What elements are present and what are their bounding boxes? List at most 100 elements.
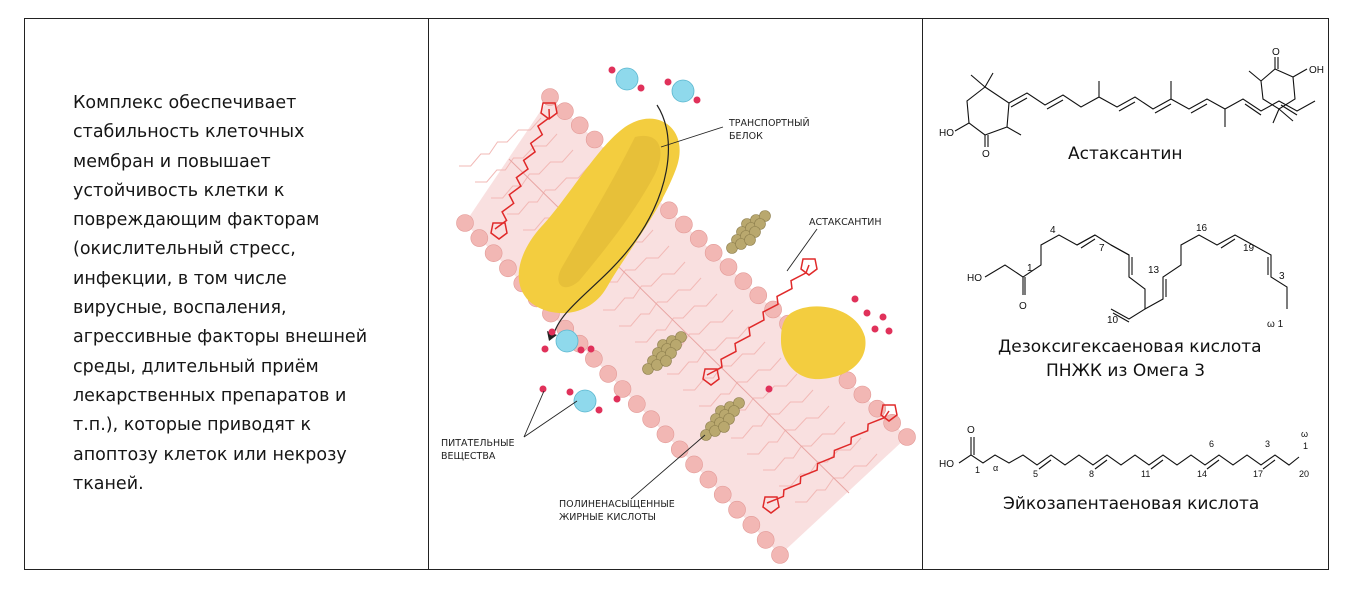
lipid-head: [570, 116, 589, 135]
epa-omega: ω: [1301, 429, 1308, 439]
lipid-head: [484, 244, 503, 262]
epa-name: Эйкозапентаеновая кислота: [1003, 494, 1259, 514]
lipid-head: [628, 395, 646, 413]
dha-c10: 10: [1107, 315, 1119, 326]
description-line: среды, длительный приём: [73, 356, 319, 377]
description-line: мембран и повышает: [73, 151, 271, 172]
lipid-head: [456, 214, 474, 232]
description-line: инфекции, в том числе: [73, 268, 287, 289]
leader-astaxanthin: [786, 228, 818, 272]
description-line: Комплекс обеспечивает: [73, 93, 297, 113]
label-pufa-2: ЖИРНЫЕ КИСЛОТЫ: [559, 512, 656, 523]
epa-c6: 6: [1209, 439, 1214, 449]
pufa-clusters: [642, 210, 771, 441]
description-line: вирусные, воспаления,: [73, 298, 287, 319]
epa-c8: 8: [1089, 469, 1094, 479]
lipid-head: [749, 286, 768, 305]
epa-c14: 14: [1197, 469, 1207, 479]
lipid-tail: [731, 389, 814, 439]
description-line: (окислительный стресс,: [73, 239, 296, 260]
molecules-panel: OH O HO O Астаксантин HO O 1 4: [923, 19, 1330, 569]
epa-c1: 1: [975, 465, 980, 475]
lipid-head: [613, 380, 632, 398]
lipid-head: [719, 258, 738, 276]
nutrient-dot: [541, 345, 549, 353]
astaxanthin-ring: [762, 496, 780, 514]
lipid-head: [699, 470, 718, 489]
lipid-tail: [459, 117, 542, 167]
nutrient-sphere: [615, 67, 639, 91]
nutrient-dot: [566, 388, 574, 396]
dha-o: O: [1019, 301, 1027, 312]
nutrient-dot: [613, 395, 621, 403]
astaxanthin-structure: [954, 72, 1316, 147]
description-panel: Комплекс обеспечивает стабильность клеточ…: [25, 19, 429, 569]
astaxanthin-chain: [494, 108, 551, 230]
figure-frame: Комплекс обеспечивает стабильность клеточ…: [24, 18, 1329, 570]
label-pufa: ПОЛИНЕНАСЫЩЕННЫЕ: [559, 499, 675, 510]
nutrient-dot: [879, 313, 887, 321]
lipid-tails: [459, 117, 878, 503]
astax-o-top: O: [1272, 47, 1280, 58]
leader-nutrients-1: [523, 390, 545, 438]
membrane-panel: ТРАНСПОРТНЫЙ БЕЛОК АСТАКСАНТИН ПИТАТЕЛЬН…: [429, 19, 923, 569]
epa-ho: HO: [939, 459, 954, 470]
lipid-head: [585, 350, 603, 368]
label-transport-protein-2: БЕЛОК: [729, 131, 763, 142]
pufa-bead: [744, 234, 756, 246]
epa-c20: 20: [1299, 469, 1309, 479]
description-line: повреждающим факторам: [73, 210, 320, 231]
pufa-bead: [660, 355, 672, 367]
lipid-head: [734, 272, 753, 290]
dha-c13: 13: [1148, 265, 1160, 276]
lipid-head: [742, 516, 761, 534]
lipid-head: [660, 201, 678, 220]
transport-protein-2: [781, 306, 866, 380]
nutrient-sphere: [573, 389, 597, 413]
dha-structure: [984, 234, 1288, 323]
dha-c1: 1: [1027, 263, 1033, 274]
astaxanthin-molecules: [490, 102, 898, 514]
dha-c19: 19: [1243, 243, 1255, 254]
label-astaxanthin: АСТАКСАНТИН: [809, 217, 882, 228]
dha-name: Дезоксигексаеновая кислота: [998, 337, 1262, 357]
nutrient-dot: [587, 345, 595, 353]
nutrient-dot: [608, 66, 616, 74]
label-transport-protein: ТРАНСПОРТНЫЙ: [728, 117, 810, 129]
nutrient-dot: [595, 406, 603, 414]
dha-name-2: ПНЖК из Омега 3: [1046, 361, 1205, 381]
nutrient-dot: [765, 385, 773, 393]
lipid-head: [670, 440, 689, 459]
astax-oh-right: OH: [1309, 65, 1324, 76]
lipid-head: [728, 500, 746, 519]
lipid-head: [599, 365, 617, 383]
lipid-head: [853, 385, 872, 404]
astaxanthin-ring: [490, 222, 508, 240]
lipid-head: [499, 259, 517, 278]
molecule-structures: OH O HO O Астаксантин HO O 1 4: [939, 47, 1324, 514]
nutrient-dot: [548, 328, 556, 336]
lipid-head: [756, 531, 775, 549]
epa-c11: 11: [1141, 469, 1150, 479]
leader-transport: [660, 126, 724, 148]
epa-c17: 17: [1253, 469, 1263, 479]
lipid-tail: [619, 277, 702, 327]
lipid-tail: [635, 293, 718, 343]
lipid-tail: [699, 357, 782, 407]
nutrient-dot: [693, 96, 701, 104]
astaxanthin-chain: [706, 264, 810, 376]
leader-nutrients-2: [523, 400, 578, 438]
epa-alpha: α: [993, 463, 998, 473]
nutrient-dot: [871, 325, 879, 333]
nutrient-dot: [664, 78, 672, 86]
lipid-head: [642, 410, 660, 428]
nutrient-dot: [577, 346, 585, 354]
description-line: стабильность клеточных: [73, 122, 305, 143]
description-line: тканей.: [73, 473, 144, 494]
lipid-head: [713, 485, 732, 504]
epa-c5: 5: [1033, 469, 1038, 479]
lipid-head: [689, 229, 708, 248]
lipid-head: [656, 425, 675, 444]
epa-o: O: [967, 425, 975, 436]
astaxanthin-ring: [540, 102, 558, 120]
